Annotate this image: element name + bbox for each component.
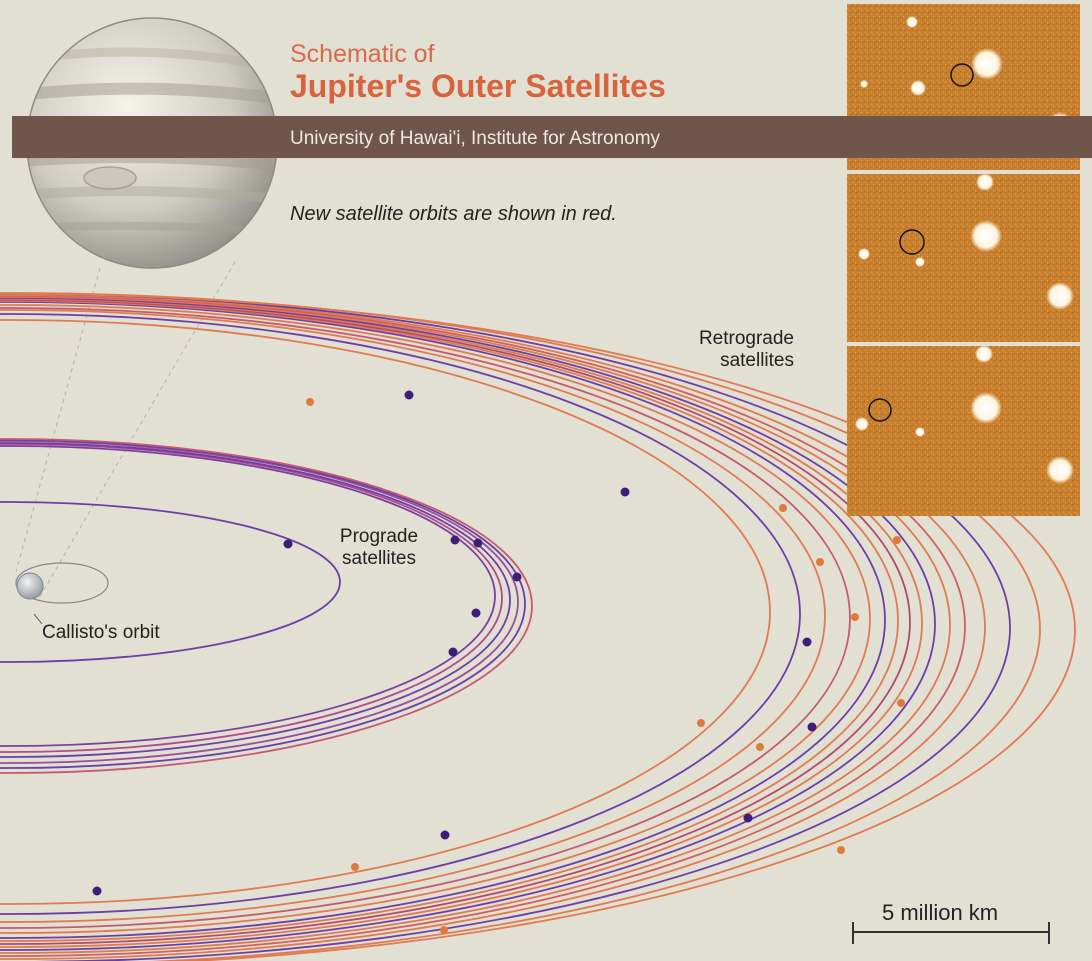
callisto-icon	[16, 572, 44, 625]
discovery-frame-2	[847, 173, 1080, 342]
callisto-label: Callisto's orbit	[42, 622, 160, 643]
title-line-2: Jupiter's Outer Satellites	[290, 68, 666, 104]
discovery-images	[847, 4, 1080, 516]
discovery-frame-3	[847, 345, 1080, 516]
new-satellites	[306, 398, 905, 934]
title-line-1: Schematic of	[290, 40, 435, 68]
prograde-label-line-2: satellites	[342, 548, 416, 569]
prograde-label: Prograde satellites	[326, 526, 432, 570]
retrograde-orbits	[0, 292, 1076, 961]
retrograde-label-line-1: Retrograde	[698, 328, 794, 349]
scale-bar-graphic	[852, 922, 1050, 944]
banner-bar	[12, 116, 1092, 158]
prograde-orbits	[0, 438, 533, 774]
callisto-orbit	[15, 562, 109, 604]
retrograde-label-line-2: satellites	[720, 350, 794, 371]
prograde-label-line-1: Prograde	[339, 526, 419, 547]
retrograde-label: Retrograde satellites	[672, 328, 794, 372]
scale-bar-label: 5 million km	[882, 900, 999, 925]
known-satellites	[92, 390, 817, 896]
legend-note: New satellite orbits are shown in red.	[290, 203, 617, 225]
banner-text: University of Hawai'i, Institute for Ast…	[290, 128, 661, 149]
